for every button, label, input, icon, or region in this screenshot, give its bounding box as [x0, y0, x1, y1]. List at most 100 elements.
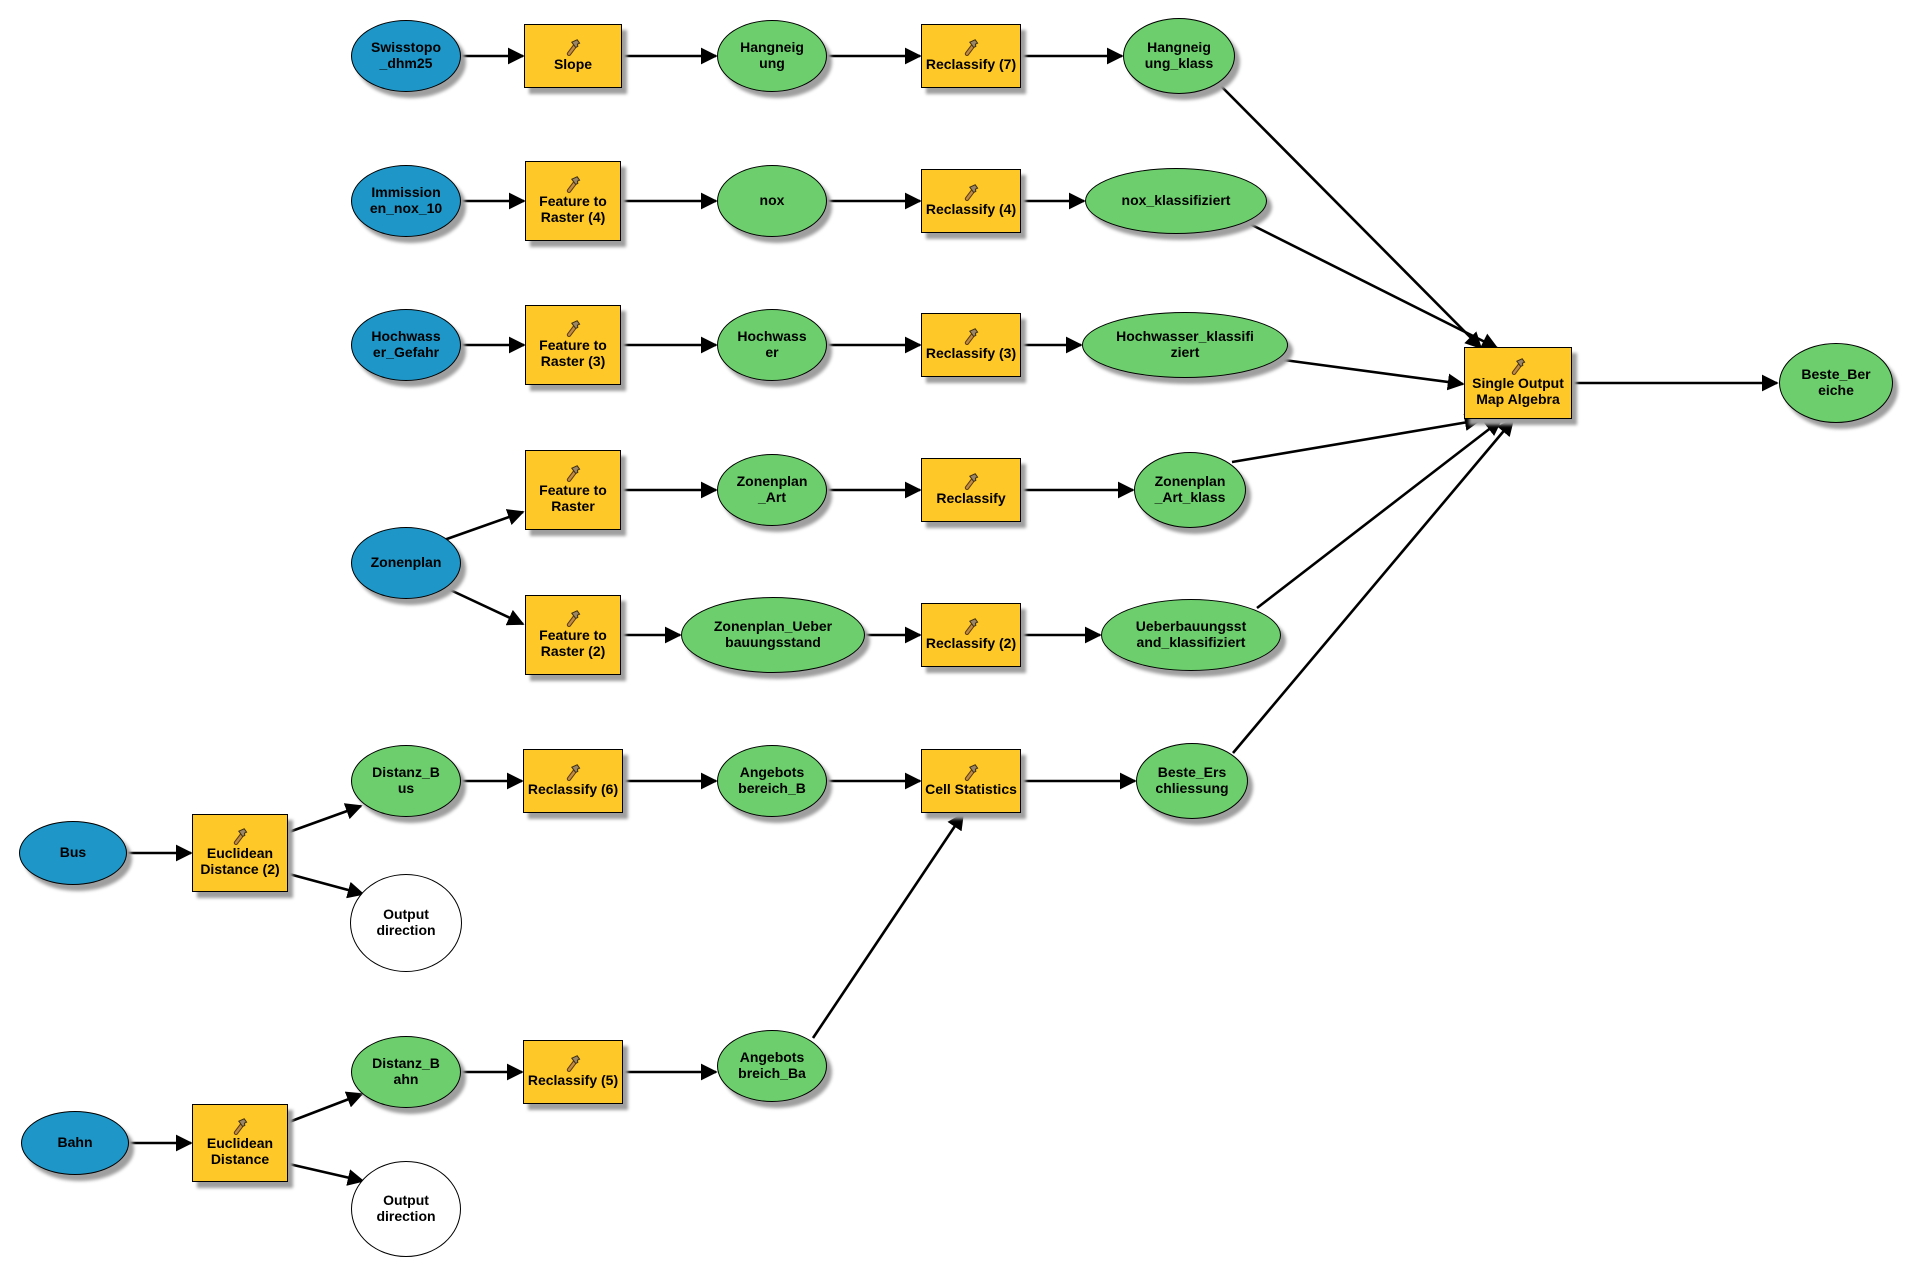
node-label: Distanz_B ahn — [372, 1055, 440, 1087]
node-label: Reclassify — [936, 490, 1006, 507]
connector-nox-klassifiziert-to-single-output-map-algebra[interactable] — [1247, 221, 1499, 350]
node-euclidean-distance[interactable]: Euclidean Distance — [192, 1104, 288, 1182]
hammer-icon — [564, 1055, 582, 1073]
node-label: Reclassify (2) — [925, 635, 1017, 652]
node-slope[interactable]: Slope — [524, 24, 622, 88]
node-hochwasser-gefahr[interactable]: Hochwass er_Gefahr — [351, 309, 461, 381]
connector-zonenplan-art-klass-to-single-output-map-algebra[interactable] — [1231, 414, 1482, 464]
node-label: Swisstopo _dhm25 — [370, 39, 441, 71]
node-label: nox — [759, 192, 785, 209]
connector-beste-erschliessung-to-single-output-map-algebra[interactable] — [1232, 418, 1515, 754]
node-reclassify-2[interactable]: Reclassify (2) — [921, 603, 1021, 667]
hammer-icon — [962, 184, 980, 202]
node-label: Hochwass er_Gefahr — [371, 328, 441, 360]
node-label: Zonenplan _Art — [736, 473, 808, 505]
node-output-direction-2[interactable]: Output direction — [351, 1161, 461, 1257]
node-label: Reclassify (6) — [527, 781, 619, 798]
node-label: Output direction — [376, 906, 436, 938]
node-label: Reclassify (4) — [925, 201, 1017, 218]
node-beste-erschliessung[interactable]: Beste_Ers chliessung — [1136, 743, 1248, 819]
connector-hochwasser-klassifiziert-to-single-output-map-algebra[interactable] — [1283, 358, 1465, 391]
node-ueberbauungsstand-klassifiziert[interactable]: Ueberbauungsst and_klassifiziert — [1101, 599, 1281, 671]
connector-hangneigung-klass-to-single-output-map-algebra[interactable] — [1218, 83, 1483, 350]
node-label: Slope — [553, 56, 593, 73]
node-label: Angebots breich_Ba — [738, 1049, 806, 1081]
hammer-icon — [564, 610, 582, 628]
connector-ueberbauungsstand-klassifiziert-to-single-output-map-algebra[interactable] — [1256, 418, 1503, 610]
node-label: Hochwass er — [737, 328, 807, 360]
node-label: Beste_Ers chliessung — [1155, 764, 1229, 796]
hammer-icon — [564, 764, 582, 782]
hammer-icon — [962, 618, 980, 636]
hammer-icon — [564, 320, 582, 338]
node-single-output-map-algebra[interactable]: Single Output Map Algebra — [1464, 347, 1572, 419]
node-cell-statistics[interactable]: Cell Statistics — [921, 749, 1021, 813]
node-hangneigung[interactable]: Hangneig ung — [717, 20, 827, 92]
node-hangneigung-klass[interactable]: Hangneig ung_klass — [1123, 18, 1235, 94]
hammer-icon — [962, 328, 980, 346]
node-reclassify[interactable]: Reclassify — [921, 458, 1021, 522]
node-label: Cell Statistics — [925, 781, 1017, 798]
node-label: Ueberbauungsst and_klassifiziert — [1135, 618, 1247, 650]
node-swisstopo-dhm25[interactable]: Swisstopo _dhm25 — [351, 20, 461, 92]
hammer-icon — [1509, 358, 1527, 376]
node-label: Zonenplan _Art_klass — [1154, 473, 1226, 505]
hammer-icon — [962, 39, 980, 57]
hammer-icon — [962, 764, 980, 782]
node-label: Feature to Raster (3) — [539, 337, 607, 369]
node-label: Angebots bereich_B — [738, 764, 806, 796]
connector-angebotsbreich-ba-to-cell-statistics[interactable] — [811, 812, 965, 1039]
hammer-icon — [231, 828, 249, 846]
node-label: Feature to Raster (4) — [539, 193, 607, 225]
connector-euclidean-distance-2-to-output-direction-1[interactable] — [288, 872, 365, 899]
node-reclassify-3[interactable]: Reclassify (3) — [921, 313, 1021, 377]
node-label: Hochwasser_klassifi ziert — [1116, 328, 1254, 360]
node-hochwasser-klassifiziert[interactable]: Hochwasser_klassifi ziert — [1082, 312, 1288, 378]
node-angebotsbreich-ba[interactable]: Angebots breich_Ba — [717, 1030, 827, 1102]
connector-euclidean-distance-to-distanz-bahn[interactable] — [288, 1091, 364, 1124]
node-bahn[interactable]: Bahn — [21, 1111, 129, 1175]
node-feature-to-raster-3[interactable]: Feature to Raster (3) — [525, 305, 621, 385]
node-reclassify-7[interactable]: Reclassify (7) — [921, 24, 1021, 88]
node-nox[interactable]: nox — [717, 165, 827, 237]
node-label: Single Output Map Algebra — [1472, 375, 1564, 407]
connector-euclidean-distance-2-to-distanz-bus[interactable] — [288, 803, 363, 834]
node-nox-klassifiziert[interactable]: nox_klassifiziert — [1085, 168, 1267, 234]
node-feature-to-raster-4[interactable]: Feature to Raster (4) — [525, 161, 621, 241]
node-reclassify-5[interactable]: Reclassify (5) — [523, 1040, 623, 1104]
connector-zonenplan-to-feature-to-raster-2[interactable] — [443, 585, 525, 626]
hammer-icon — [564, 39, 582, 57]
node-label: Hangneig ung_klass — [1144, 39, 1214, 71]
node-immissionen-nox-10[interactable]: Immission en_nox_10 — [351, 165, 461, 237]
node-feature-to-raster[interactable]: Feature to Raster — [525, 450, 621, 530]
node-zonenplan-ueberbauungsstand[interactable]: Zonenplan_Ueber bauungsstand — [681, 597, 865, 673]
node-label: Reclassify (7) — [925, 56, 1017, 73]
node-zonenplan-art[interactable]: Zonenplan _Art — [717, 454, 827, 526]
node-feature-to-raster-2[interactable]: Feature to Raster (2) — [525, 595, 621, 675]
connector-zonenplan-to-feature-to-raster[interactable] — [443, 509, 525, 542]
node-output-direction-1[interactable]: Output direction — [350, 874, 462, 972]
node-reclassify-4[interactable]: Reclassify (4) — [921, 169, 1021, 233]
node-zonenplan[interactable]: Zonenplan — [351, 527, 461, 599]
node-label: Bus — [59, 844, 87, 861]
hammer-icon — [564, 176, 582, 194]
hammer-icon — [962, 473, 980, 491]
node-zonenplan-art-klass[interactable]: Zonenplan _Art_klass — [1134, 452, 1246, 528]
node-label: Zonenplan — [370, 554, 442, 571]
node-hochwasser[interactable]: Hochwass er — [717, 309, 827, 381]
node-distanz-bahn[interactable]: Distanz_B ahn — [351, 1036, 461, 1108]
node-label: Bahn — [57, 1134, 93, 1151]
connector-euclidean-distance-to-output-direction-2[interactable] — [288, 1162, 365, 1186]
node-bus[interactable]: Bus — [19, 821, 127, 885]
node-label: Beste_Ber eiche — [1801, 366, 1871, 398]
node-label: Immission en_nox_10 — [369, 184, 443, 216]
node-label: Euclidean Distance (2) — [200, 845, 280, 877]
node-euclidean-distance-2[interactable]: Euclidean Distance (2) — [192, 814, 288, 892]
node-reclassify-6[interactable]: Reclassify (6) — [523, 749, 623, 813]
node-angebotsbereich-b[interactable]: Angebots bereich_B — [717, 745, 827, 817]
node-distanz-bus[interactable]: Distanz_B us — [351, 745, 461, 817]
node-label: Zonenplan_Ueber bauungsstand — [713, 618, 833, 650]
node-beste-bereiche[interactable]: Beste_Ber eiche — [1779, 343, 1893, 423]
